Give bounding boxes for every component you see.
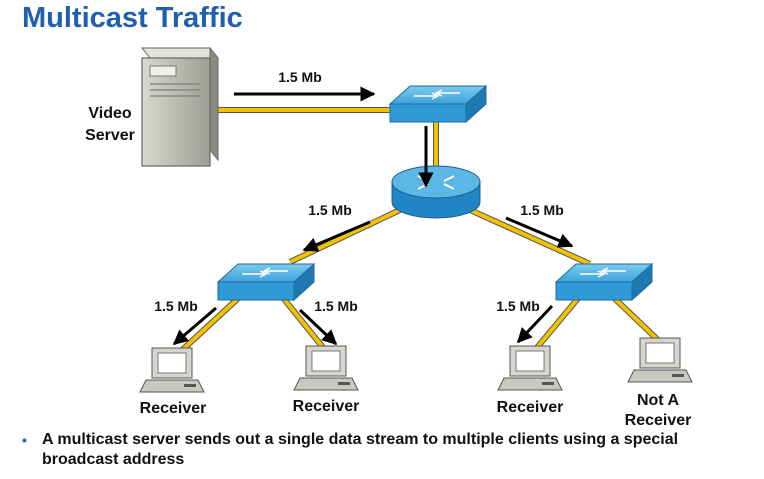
rate-label-server: 1.5 Mb bbox=[278, 69, 322, 85]
arrow-to-receiver-1 bbox=[172, 306, 217, 346]
receiver-3-label: Receiver bbox=[497, 399, 564, 416]
bullet-point-icon: • bbox=[22, 432, 27, 448]
video-server-icon bbox=[140, 46, 220, 167]
receiver-1-label: Receiver bbox=[140, 400, 207, 417]
rate-label-right-switch: 1.5 Mb bbox=[496, 298, 540, 314]
arrow-to-receiver-3 bbox=[516, 304, 554, 344]
links bbox=[177, 107, 661, 355]
non-receiver-label-line2: Receiver bbox=[625, 412, 692, 429]
left-switch-icon bbox=[216, 262, 316, 302]
arrow-router-to-right-switch bbox=[505, 216, 574, 248]
rate-label-left-switch-a: 1.5 Mb bbox=[154, 298, 198, 314]
server-label-line2: Server bbox=[85, 127, 135, 144]
receiver-1-computer-icon bbox=[139, 347, 205, 393]
non-receiver-computer-icon bbox=[627, 337, 693, 383]
arrow-router-to-left-switch bbox=[302, 220, 371, 252]
link-router-right-switch bbox=[468, 207, 592, 267]
link-left-switch-receiver-2 bbox=[277, 292, 328, 352]
right-switch-icon bbox=[554, 262, 654, 302]
traffic-arrows bbox=[172, 86, 574, 346]
link-right-switch-non-receiver bbox=[609, 293, 661, 343]
rate-label-router-left: 1.5 Mb bbox=[308, 202, 352, 218]
top-switch-icon bbox=[388, 84, 488, 124]
receiver-2-label: Receiver bbox=[293, 398, 360, 415]
server-label-line1: Video bbox=[88, 105, 132, 122]
link-router-left-switch bbox=[288, 207, 402, 265]
non-receiver-label-line1: Not A bbox=[637, 392, 680, 409]
link-right-switch-receiver-3 bbox=[532, 294, 583, 352]
note-text: A multicast server sends out a single da… bbox=[42, 431, 679, 468]
page-title: Multicast Traffic bbox=[22, 2, 243, 34]
router-icon bbox=[391, 165, 481, 219]
bullet-note: • A multicast server sends out a single … bbox=[22, 430, 757, 470]
arrow-to-receiver-2 bbox=[298, 308, 338, 346]
link-left-switch-receiver-1 bbox=[177, 289, 248, 355]
receiver-2-computer-icon bbox=[293, 345, 359, 391]
rate-label-left-switch-b: 1.5 Mb bbox=[314, 298, 358, 314]
receiver-3-computer-icon bbox=[497, 345, 563, 391]
rate-label-router-right: 1.5 Mb bbox=[520, 202, 564, 218]
